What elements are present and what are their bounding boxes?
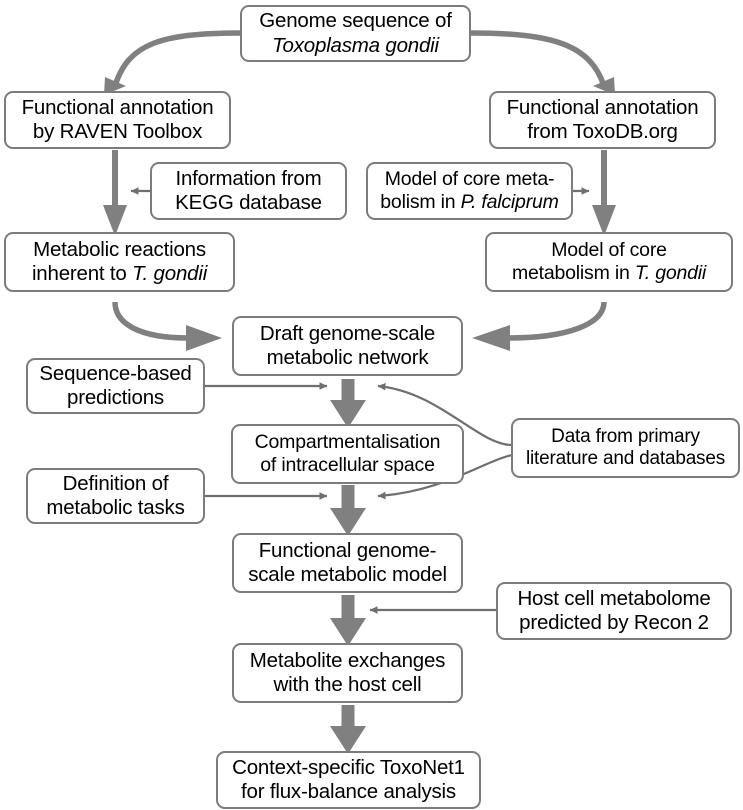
edge-reactions-to-draft: [112, 301, 222, 351]
edge-compartmentalisation-to-functional: [330, 485, 366, 536]
node-metabolic-reactions[interactable]: Metabolic reactions inherent to T. gondi…: [4, 232, 235, 292]
node-line: metabolism in T. gondii: [511, 262, 707, 284]
node-line: Genome sequence of: [259, 9, 452, 33]
node-line: Functional annotation: [21, 95, 214, 119]
node-line: inherent to T. gondii: [31, 262, 208, 285]
node-functional-model[interactable]: Functional genome- scale metabolic model: [232, 533, 463, 593]
node-raven-annotation[interactable]: Functional annotation by RAVEN Toolbox: [4, 91, 231, 149]
edge-core-model-to-draft: [472, 301, 607, 351]
edge-genome-to-toxodb: [469, 30, 615, 95]
node-line: predicted by Recon 2: [519, 611, 709, 634]
node-line: Functional annotation: [506, 95, 699, 119]
node-compartmentalisation[interactable]: Compartmentalisation of intracellular sp…: [231, 424, 464, 484]
node-line: predictions: [67, 386, 164, 409]
node-line: literature and databases: [525, 448, 726, 469]
node-kegg-information[interactable]: Information from KEGG database: [150, 162, 347, 220]
node-draft-network[interactable]: Draft genome-scale metabolic network: [232, 316, 463, 376]
node-line: metabolic tasks: [46, 496, 185, 519]
node-line: metabolic network: [266, 346, 429, 369]
node-sequence-predictions[interactable]: Sequence-based predictions: [26, 358, 205, 414]
node-line: Toxoplasma gondii: [272, 33, 439, 57]
edge-functional-to-exchanges: [330, 595, 366, 646]
node-metabolite-exchanges[interactable]: Metabolite exchanges with the host cell: [232, 643, 463, 703]
edge-genome-to-raven: [104, 30, 242, 95]
node-line: with the host cell: [273, 673, 422, 696]
node-pfalciprum-core-model[interactable]: Model of core meta- bolism in P. falcipr…: [366, 162, 573, 220]
node-genome-sequence[interactable]: Genome sequence of Toxoplasma gondii: [240, 5, 471, 62]
node-line: scale metabolic model: [248, 563, 447, 586]
edge-toxodb-to-core-model: [592, 150, 616, 236]
node-host-metabolome[interactable]: Host cell metabolome predicted by Recon …: [496, 582, 732, 640]
node-line: Information from: [175, 166, 322, 190]
node-line: Sequence-based: [39, 361, 192, 385]
node-metabolic-tasks[interactable]: Definition of metabolic tasks: [26, 468, 205, 524]
node-line: KEGG database: [175, 191, 322, 214]
node-line: bolism in P. falciprum: [380, 191, 559, 213]
node-tgondii-core-model[interactable]: Model of core metabolism in T. gondii: [485, 232, 733, 292]
node-line: from ToxoDB.org: [527, 120, 678, 143]
node-line: for flux-balance analysis: [241, 780, 456, 803]
node-line: Functional genome-: [258, 538, 437, 562]
node-line: of intracellular space: [260, 454, 435, 476]
node-toxonet1[interactable]: Context-specific ToxoNet1 for flux-balan…: [216, 751, 481, 809]
node-toxodb-annotation[interactable]: Functional annotation from ToxoDB.org: [489, 91, 716, 149]
node-line: Compartmentalisation: [254, 431, 441, 453]
node-line: by RAVEN Toolbox: [32, 120, 203, 143]
edge-exchanges-to-toxonet1: [330, 705, 366, 754]
node-line: Model of core meta-: [384, 168, 555, 190]
node-primary-literature[interactable]: Data from primary literature and databas…: [511, 418, 740, 478]
node-line: Model of core: [551, 239, 667, 261]
node-line: Host cell metabolome: [517, 586, 711, 610]
node-line: Draft genome-scale: [259, 321, 436, 345]
node-line: Context-specific ToxoNet1: [232, 755, 465, 779]
node-line: Definition of: [62, 471, 169, 495]
edge-draft-to-compartmentalisation: [330, 379, 366, 428]
node-line: Metabolic reactions: [33, 237, 206, 261]
edge-raven-to-reactions: [103, 150, 127, 236]
node-line: Metabolite exchanges: [249, 648, 446, 672]
node-line: Data from primary: [551, 425, 700, 447]
